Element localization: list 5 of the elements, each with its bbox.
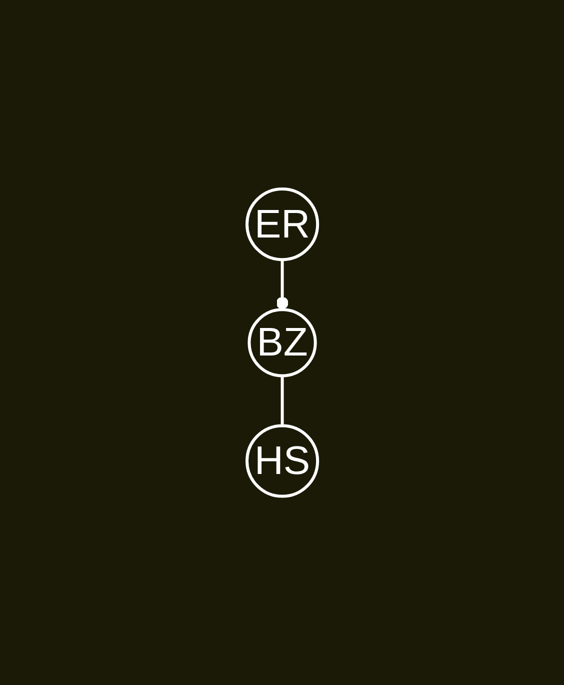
connector: [280, 376, 284, 426]
connector: [276, 259, 288, 310]
node-circle: ER: [245, 187, 319, 261]
node-circle: BZ: [247, 308, 317, 378]
node-circle: HS: [245, 424, 319, 498]
